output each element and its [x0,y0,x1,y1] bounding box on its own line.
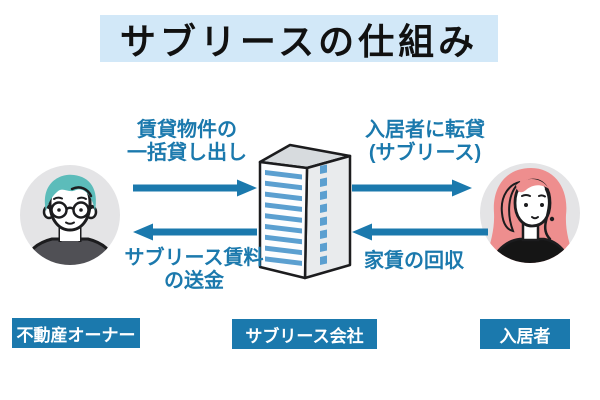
company-label: サブリース会社 [245,326,364,346]
owner-label: 不動産オーナー [16,325,136,345]
arrow-right-icon-lease-out [133,179,257,197]
flow-label-lease-out: 賃貸物件の 一括貸し出し [102,119,272,165]
flow-label-line: 一括貸し出し [127,142,247,164]
flow-label-collect: 家賃の回収 [329,250,499,273]
flow-label-line: 家賃の回収 [364,250,464,272]
arrow-left-icon-collect [352,223,488,241]
building-window-stripes [265,170,302,266]
tenant-hair-fringe [516,179,549,193]
owner-avatar [20,165,120,265]
company-label-badge: サブリース会社 [232,319,377,349]
office-building-icon [258,143,352,280]
glasses-left-lens [50,201,68,219]
earring [549,216,555,222]
flow-label-line: サブリース賃料 [124,247,264,269]
tenant-label: 入居者 [499,326,551,346]
flow-label-sublease: 入居者に転貸 (サブリース) [340,119,510,165]
tenant-hair-strand-right [543,187,552,241]
glasses-right-lens [72,201,90,219]
arrow-left-icon-remit [133,223,257,241]
title-banner: サブリースの仕組み [100,15,498,62]
tenant-label-badge: 入居者 [480,319,570,349]
owner-label-badge: 不動産オーナー [12,318,140,348]
owner-hair [44,174,96,211]
page-title: サブリースの仕組み [119,20,479,62]
building-side-windows [320,164,327,265]
flow-label-line: 入居者に転貸 [365,119,485,141]
tenant-avatar [480,163,580,263]
tenant-hair-strand-left [500,181,521,233]
flow-label-line: の送金 [164,270,224,292]
flow-label-remit: サブリース賃料 の送金 [109,247,279,293]
flow-label-line: (サブリース) [368,142,482,164]
arrow-right-icon-sublease [352,179,472,197]
flow-label-line: 賃貸物件の [137,119,237,141]
